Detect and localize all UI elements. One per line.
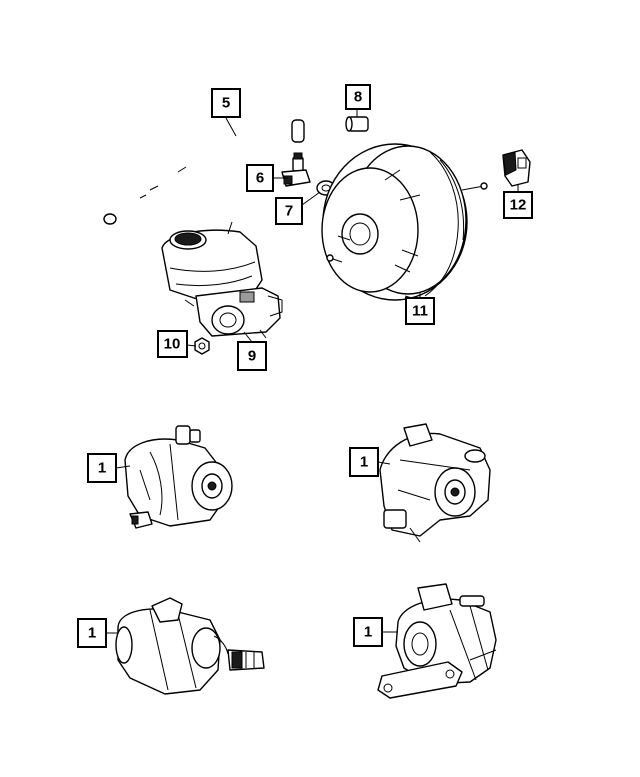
callout-11: 11 — [405, 297, 435, 325]
leader-lines — [106, 109, 519, 634]
callout-number: 8 — [354, 89, 362, 106]
callout-10: 10 — [157, 330, 188, 358]
callout-number: 1 — [98, 460, 106, 477]
master-cylinder[interactable] — [161, 221, 283, 339]
callout-number: 6 — [256, 170, 264, 187]
callout-12: 12 — [503, 191, 533, 219]
hex-nut[interactable] — [194, 337, 210, 355]
electric-vacuum-pump-variant-d[interactable] — [377, 583, 497, 699]
callout-1-pump-c: 1 — [77, 618, 107, 648]
callout-1-pump-b: 1 — [349, 447, 379, 477]
callout-number: 1 — [88, 625, 96, 642]
vacuum-pump-variant-b[interactable] — [379, 423, 491, 543]
callout-number: 7 — [285, 203, 293, 220]
vacuum-sensor[interactable] — [281, 152, 311, 187]
electric-vacuum-pump-variant-c[interactable] — [115, 597, 265, 695]
callout-number: 9 — [248, 348, 256, 365]
callout-6: 6 — [246, 164, 274, 192]
callout-number: 10 — [164, 336, 181, 353]
brake-booster[interactable] — [321, 143, 488, 301]
callout-number: 5 — [222, 95, 230, 112]
callout-5: 5 — [211, 88, 241, 118]
callout-7: 7 — [275, 197, 303, 225]
callout-1-pump-a: 1 — [87, 453, 117, 483]
callout-1-pump-d: 1 — [353, 617, 383, 647]
vacuum-hose[interactable] — [103, 112, 305, 225]
callout-8: 8 — [345, 84, 371, 110]
callout-9: 9 — [237, 341, 267, 371]
grommet-sleeve[interactable] — [345, 116, 369, 132]
vacuum-pump-variant-a[interactable] — [124, 425, 233, 529]
callout-number: 1 — [360, 454, 368, 471]
callout-number: 11 — [412, 303, 428, 320]
callout-number: 1 — [364, 624, 372, 641]
callout-number: 12 — [510, 197, 527, 214]
wiring-connector[interactable] — [502, 149, 531, 187]
